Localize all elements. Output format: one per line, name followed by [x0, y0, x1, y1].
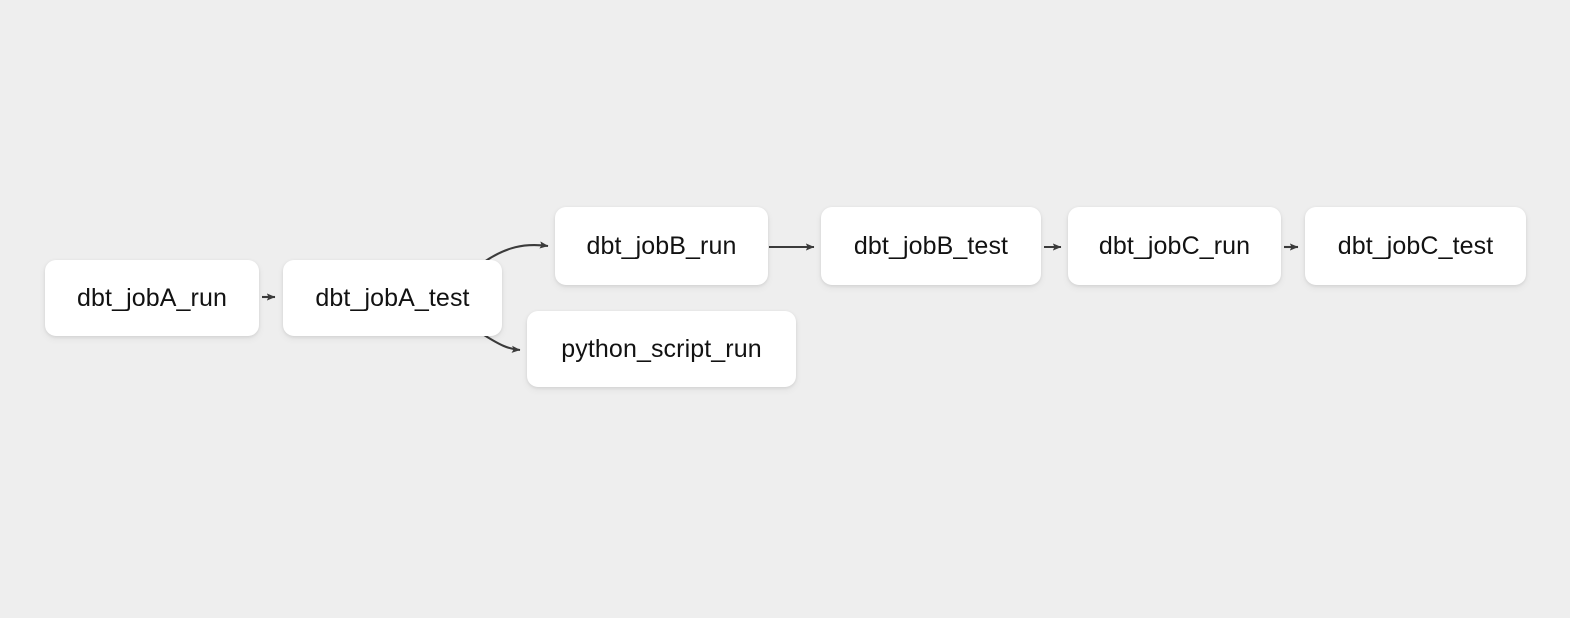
node-label-dbt_jobA_test: dbt_jobA_test: [315, 283, 470, 312]
edge-a-test-to-python: [483, 334, 521, 353]
node-dbt_jobC_test[interactable]: dbt_jobC_test: [1305, 207, 1526, 285]
node-label-dbt_jobA_run: dbt_jobA_run: [77, 283, 227, 312]
node-label-python_script_run: python_script_run: [561, 334, 762, 363]
node-dbt_jobC_run[interactable]: dbt_jobC_run: [1068, 207, 1281, 285]
node-dbt_jobB_run[interactable]: dbt_jobB_run: [555, 207, 768, 285]
node-dbt_jobA_run[interactable]: dbt_jobA_run: [45, 260, 259, 336]
node-label-dbt_jobB_run: dbt_jobB_run: [586, 231, 737, 260]
node-label-dbt_jobC_test: dbt_jobC_test: [1337, 231, 1494, 260]
node-python_script_run[interactable]: python_script_run: [527, 311, 796, 387]
node-dbt_jobB_test[interactable]: dbt_jobB_test: [821, 207, 1041, 285]
node-dbt_jobA_test[interactable]: dbt_jobA_test: [283, 260, 502, 336]
node-label-dbt_jobB_test: dbt_jobB_test: [853, 231, 1009, 260]
node-label-dbt_jobC_run: dbt_jobC_run: [1098, 231, 1251, 260]
